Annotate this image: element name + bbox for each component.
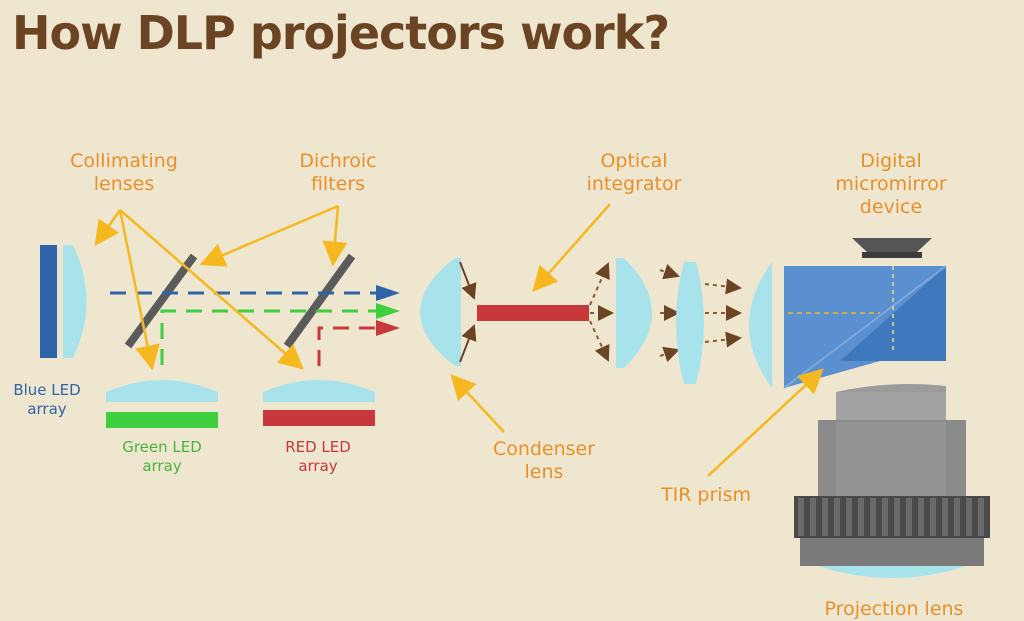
optical-integrator	[477, 305, 589, 321]
dichroic-filter-1	[124, 253, 198, 349]
green-led-array	[106, 412, 218, 428]
green-collimating-lens	[106, 380, 218, 392]
green-light-path	[160, 309, 378, 365]
blue-led-array	[40, 245, 57, 358]
blue-collimating-lens-flat	[63, 245, 73, 358]
label-green-led: Green LED array	[122, 438, 202, 475]
condenser-lens	[420, 258, 455, 366]
label-blue-led: Blue LED array	[13, 381, 81, 418]
label-red-led: RED LED array	[285, 438, 351, 475]
green-arrowhead	[376, 303, 400, 319]
label-dichroic-filters: Dichroic filters	[299, 150, 377, 195]
label-dmd: Digital micromirror device	[835, 150, 947, 218]
page-title: How DLP projectors work?	[12, 6, 670, 60]
label-optical-integrator: Optical integrator	[586, 150, 682, 195]
projection-lens	[794, 384, 990, 578]
label-collimating-lenses: Collimating lenses	[70, 150, 178, 195]
label-projection-lens: Projection lens	[824, 598, 964, 620]
relay-lens-1	[616, 258, 624, 368]
dichroic-filter-2	[283, 253, 356, 349]
red-light-path	[317, 326, 378, 366]
relay-lens-3	[749, 262, 772, 388]
relay-lens-2	[676, 262, 704, 384]
blue-collimating-lens	[73, 245, 87, 358]
label-tir-prism: TIR prism	[660, 484, 751, 506]
red-arrowhead	[376, 320, 400, 336]
label-condenser-lens: Condenser lens	[492, 438, 596, 483]
red-led-array	[263, 410, 375, 426]
blue-arrowhead	[376, 285, 400, 301]
dmd-chip	[852, 238, 932, 252]
red-collimating-lens	[263, 380, 375, 392]
